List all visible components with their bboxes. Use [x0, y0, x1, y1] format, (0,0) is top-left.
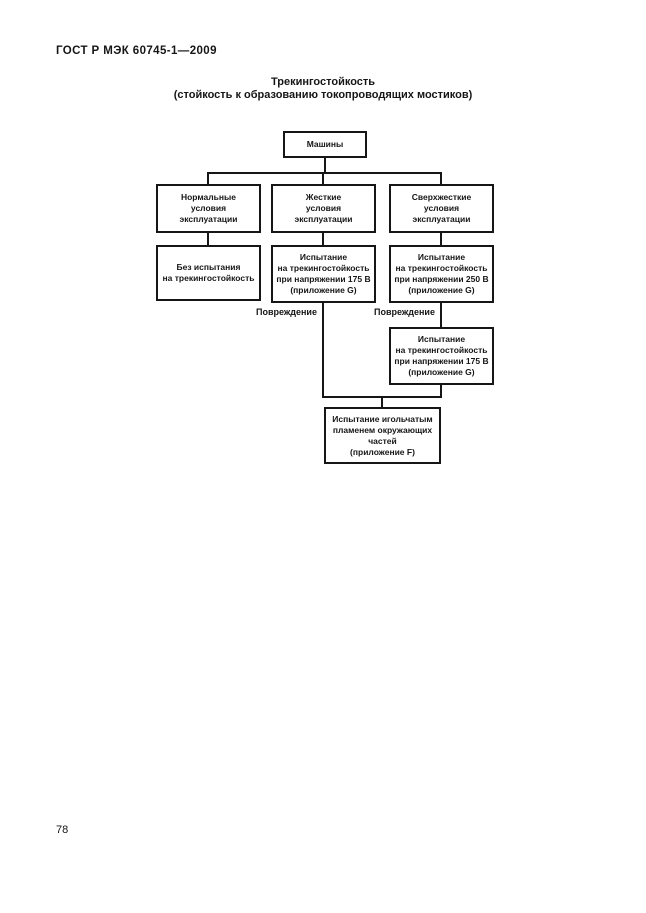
- connector-retest-down: [440, 385, 442, 398]
- connector-very-severe-down: [440, 233, 442, 245]
- node-tracking-test-175v: Испытание на трекингостойкость при напря…: [271, 245, 376, 303]
- node-retest-175v: Испытание на трекингостойкость при напря…: [389, 327, 494, 385]
- page-number: 78: [56, 824, 69, 836]
- node-normal-conditions: Нормальные условия эксплуатации: [156, 184, 261, 233]
- node-very-severe-conditions: Сверхжесткие условия эксплуатации: [389, 184, 494, 233]
- connector-stub-middle: [322, 172, 324, 184]
- damage-label-left: Повреждение: [256, 307, 317, 317]
- node-tracking-test-250v: Испытание на трекингостойкость при напря…: [389, 245, 494, 303]
- figure-title-line2: (стойкость к образованию токопроводящих …: [173, 89, 473, 101]
- connector-root-trunk: [324, 158, 326, 172]
- connector-damage-right-line: [440, 303, 442, 327]
- connector-severe-down: [322, 233, 324, 245]
- tracking-resistance-flowchart: Машины Нормальные условия эксплуатации Ж…: [156, 131, 494, 464]
- damage-label-right: Повреждение: [374, 307, 435, 317]
- node-machines: Машины: [283, 131, 367, 158]
- document-header: ГОСТ Р МЭК 60745-1—2009: [56, 45, 217, 57]
- figure-title-line1: Трекингостойкость: [270, 76, 376, 88]
- connector-branch-bar: [207, 172, 442, 174]
- connector-stub-left: [207, 172, 209, 184]
- connector-normal-down: [207, 233, 209, 245]
- node-no-tracking-test: Без испытания на трекингостойкость: [156, 245, 261, 301]
- connector-merge-down: [381, 396, 383, 407]
- figure-title: Трекингостойкость (стойкость к образован…: [0, 76, 646, 102]
- connector-stub-right: [440, 172, 442, 184]
- connector-damage-left-line: [322, 303, 324, 398]
- node-needle-flame-test: Испытание игольчатым пламенем окружающих…: [324, 407, 441, 464]
- node-severe-conditions: Жесткие условия эксплуатации: [271, 184, 376, 233]
